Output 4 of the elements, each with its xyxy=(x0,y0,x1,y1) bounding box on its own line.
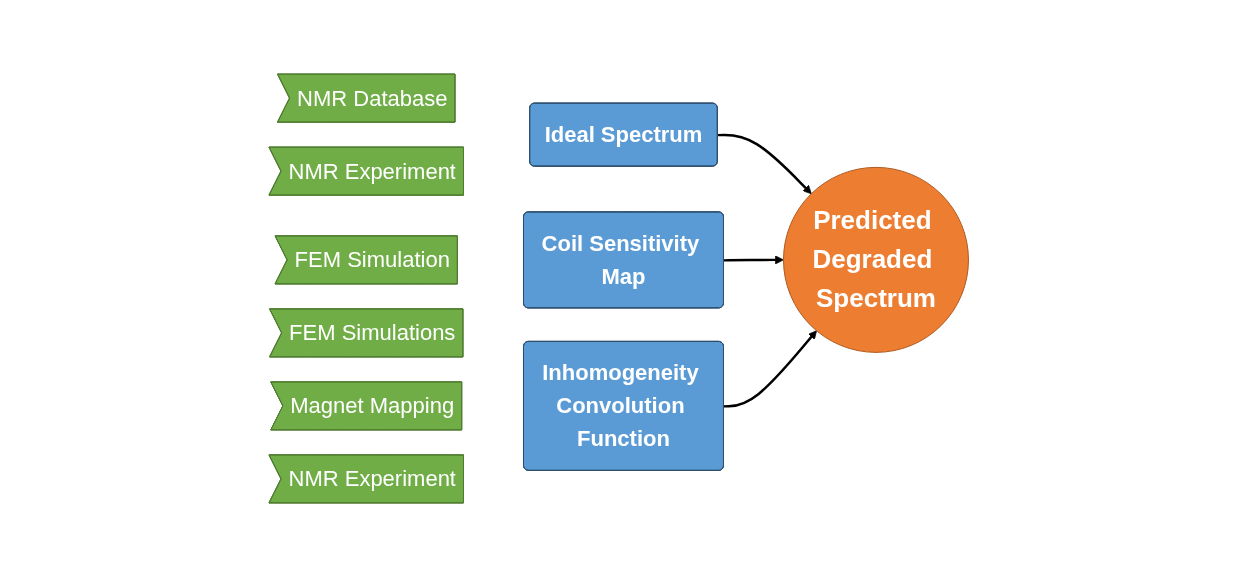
node-circle: Predicted Degraded Spectrum xyxy=(782,166,969,353)
arrow xyxy=(723,330,817,408)
arrow xyxy=(717,133,812,195)
arrow xyxy=(723,255,784,265)
